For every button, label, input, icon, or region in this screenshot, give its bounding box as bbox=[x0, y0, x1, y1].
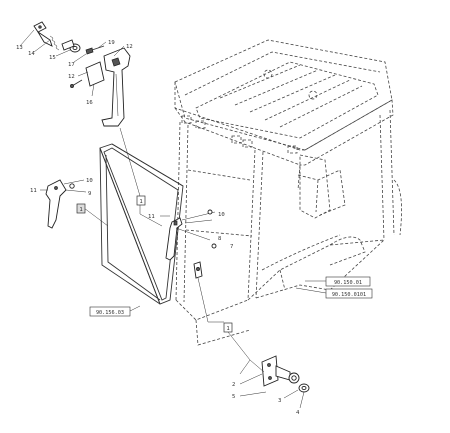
detail-box-hinge: 1 bbox=[223, 322, 233, 333]
detail-box-hinge-label: 1 bbox=[226, 326, 229, 332]
door-panel bbox=[99, 143, 184, 305]
detail-box-latch: 1 bbox=[76, 203, 86, 214]
door-hinge-mount bbox=[193, 261, 224, 323]
callout-2: 2 bbox=[232, 382, 235, 388]
ref-label-cab-2: 90.150.0101 bbox=[295, 287, 373, 299]
callout-17: 17 bbox=[68, 62, 75, 68]
callout-12-screw: 12 bbox=[68, 74, 75, 80]
callout-14: 14 bbox=[28, 51, 35, 57]
callout-11-latch: 11 bbox=[30, 188, 37, 194]
handle-leaders bbox=[19, 29, 141, 197]
callout-11-door: 11 bbox=[148, 214, 155, 220]
ref-label-cab-1: 90.150.01 bbox=[305, 276, 371, 287]
ref-label-door: 90.156.03 bbox=[89, 305, 141, 317]
callout-5: 5 bbox=[232, 394, 235, 400]
callout-16: 16 bbox=[86, 100, 93, 106]
handle-assembly bbox=[33, 21, 131, 127]
cab-outline bbox=[174, 39, 402, 346]
ref-label-cab-1-text: 90.150.01 bbox=[334, 280, 362, 286]
callout-10-latch: 10 bbox=[86, 178, 93, 184]
callout-9: 9 bbox=[88, 191, 91, 197]
latch-assembly bbox=[40, 179, 87, 229]
callout-15: 15 bbox=[49, 55, 56, 61]
door-handle-part bbox=[160, 209, 217, 261]
callout-12-top: 12 bbox=[126, 44, 133, 50]
detail-box-latch-label: 1 bbox=[79, 207, 82, 213]
detail-box-handle: 1 bbox=[136, 195, 146, 206]
detail-box-handle-label: 1 bbox=[139, 199, 142, 205]
callout-4: 4 bbox=[296, 410, 300, 416]
callout-19: 19 bbox=[108, 40, 115, 46]
callout-7: 7 bbox=[230, 244, 233, 250]
ref-label-cab-2-text: 90.150.0101 bbox=[332, 292, 366, 298]
callout-10-door: 10 bbox=[218, 212, 225, 218]
hinge-assembly bbox=[227, 331, 310, 409]
callout-13-handle: 13 bbox=[16, 45, 23, 51]
callout-3: 3 bbox=[278, 398, 281, 404]
ref-label-door-text: 90.156.03 bbox=[96, 310, 124, 316]
callout-8: 8 bbox=[218, 236, 222, 242]
